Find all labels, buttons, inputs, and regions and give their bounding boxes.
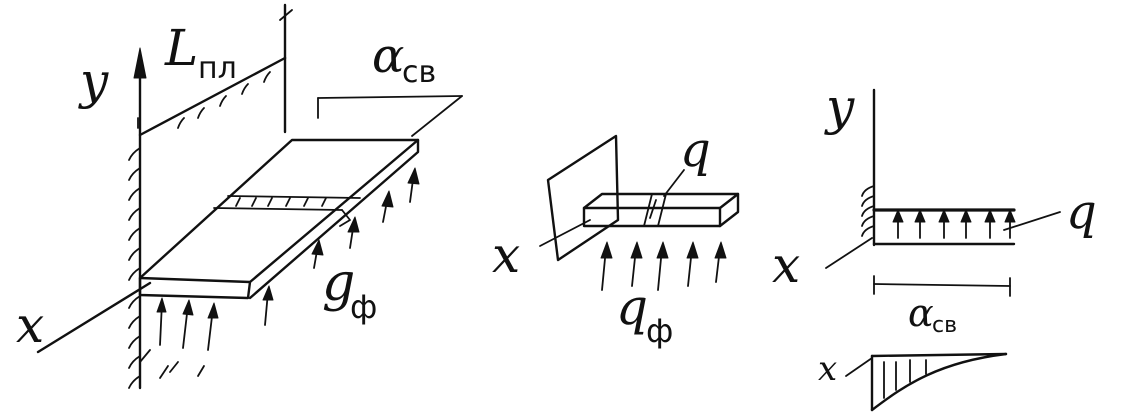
lower-hatch-fig1	[139, 349, 205, 379]
x-axis-fig2	[539, 219, 591, 247]
alpha-subscript-fig3: св	[932, 313, 957, 338]
g-label: g	[322, 253, 355, 313]
x-axis-fig1	[36, 281, 152, 354]
alpha-label-fig3: α	[908, 291, 934, 335]
x-axis-label-fig2: x	[492, 226, 520, 284]
load-block-fig3	[872, 208, 1061, 246]
a-dimension-line	[317, 95, 463, 137]
support-reaction-arrows-fig1	[156, 167, 420, 351]
figure-moment-diagram: x	[818, 349, 1008, 412]
x-axis-fig3	[825, 237, 873, 269]
wall-hatching-fig1	[128, 147, 141, 389]
moment-curve	[870, 352, 1008, 412]
q-label-fig3: q	[1066, 184, 1097, 240]
figure-plate-3d: y x L пл α св g ф	[16, 3, 463, 390]
x-axis-label-fig4: x	[818, 349, 837, 389]
reaction-arrows-fig2	[600, 241, 727, 291]
a-dimension-fig3	[873, 275, 1011, 297]
L-label: L	[164, 19, 198, 77]
plate-slab	[138, 138, 420, 300]
qf-subscript-fig2: ф	[646, 312, 673, 350]
x-axis-label-fig1: x	[16, 296, 44, 354]
figure-load-diagram: y x q α св	[772, 78, 1097, 338]
q-label-fig2: q	[680, 122, 711, 178]
x-axis-label-fig3: x	[772, 236, 800, 294]
L-subscript: пл	[198, 51, 237, 86]
y-axis-label-fig1: y	[78, 52, 109, 110]
L-dimension-line	[139, 9, 293, 121]
wall-hatching-fig3	[861, 185, 875, 237]
block-fig2	[582, 169, 740, 228]
y-axis-label-fig3: y	[824, 78, 855, 136]
alpha-subscript-fig1: св	[402, 55, 436, 90]
figure-cantilever-element: x q q ф	[492, 122, 740, 350]
x-axis-fig4	[845, 357, 873, 377]
g-subscript: ф	[350, 288, 377, 326]
qf-label-fig2: q	[616, 278, 648, 336]
wall-fig2	[546, 134, 620, 262]
back-wall-plane	[137, 3, 287, 137]
alpha-label-fig1: α	[372, 28, 404, 84]
